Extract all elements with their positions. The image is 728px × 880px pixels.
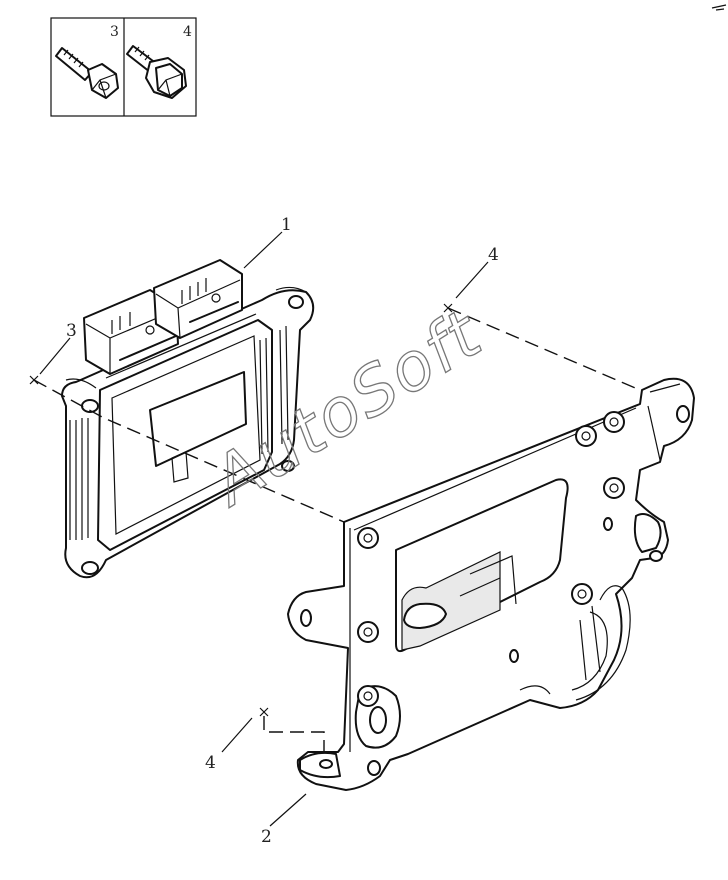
slot-hole (603, 517, 613, 531)
assembly-paths (29, 303, 641, 752)
flange-bolt-icon (126, 45, 187, 99)
ecu-mount-hole (281, 460, 295, 472)
foot-hole (319, 759, 333, 769)
callouts: 1 2 3 4 4 (39, 215, 499, 847)
mounting-bracket (287, 377, 695, 791)
slot-hole (509, 649, 519, 663)
callout-4-top: 4 (488, 245, 499, 265)
bolt-icon (55, 47, 119, 99)
mount-hole (369, 706, 387, 734)
weld-stud-nut (357, 527, 379, 549)
ecu-connectors (83, 259, 257, 379)
leader-line (221, 717, 253, 753)
leader-line (269, 793, 307, 827)
fastener-inset: 3 4 (50, 17, 197, 117)
ecu-module (61, 259, 315, 579)
weld-stud-nut (357, 621, 379, 643)
leader-line (39, 337, 71, 375)
leader-line (243, 231, 283, 269)
leader-line (455, 261, 489, 299)
weld-stud-nut (575, 425, 597, 447)
ecu-mount-hole (288, 295, 304, 309)
slot-hole (300, 609, 312, 627)
inset-callout-right: 4 (183, 24, 192, 40)
ear-hole (676, 405, 690, 423)
callout-3: 3 (66, 321, 77, 341)
callout-2: 2 (261, 827, 272, 847)
corner-mark (711, 4, 727, 11)
weld-stud-nut (603, 411, 625, 433)
weld-stud-nut (603, 477, 625, 499)
callout-4-bottom: 4 (205, 753, 216, 773)
inset-callout-left: 3 (110, 24, 119, 40)
ecu-mount-hole (81, 561, 99, 575)
callout-1: 1 (281, 215, 292, 235)
weld-stud-nut (571, 583, 593, 605)
weld-stud-nut (357, 685, 379, 707)
weld-studs (357, 411, 625, 707)
